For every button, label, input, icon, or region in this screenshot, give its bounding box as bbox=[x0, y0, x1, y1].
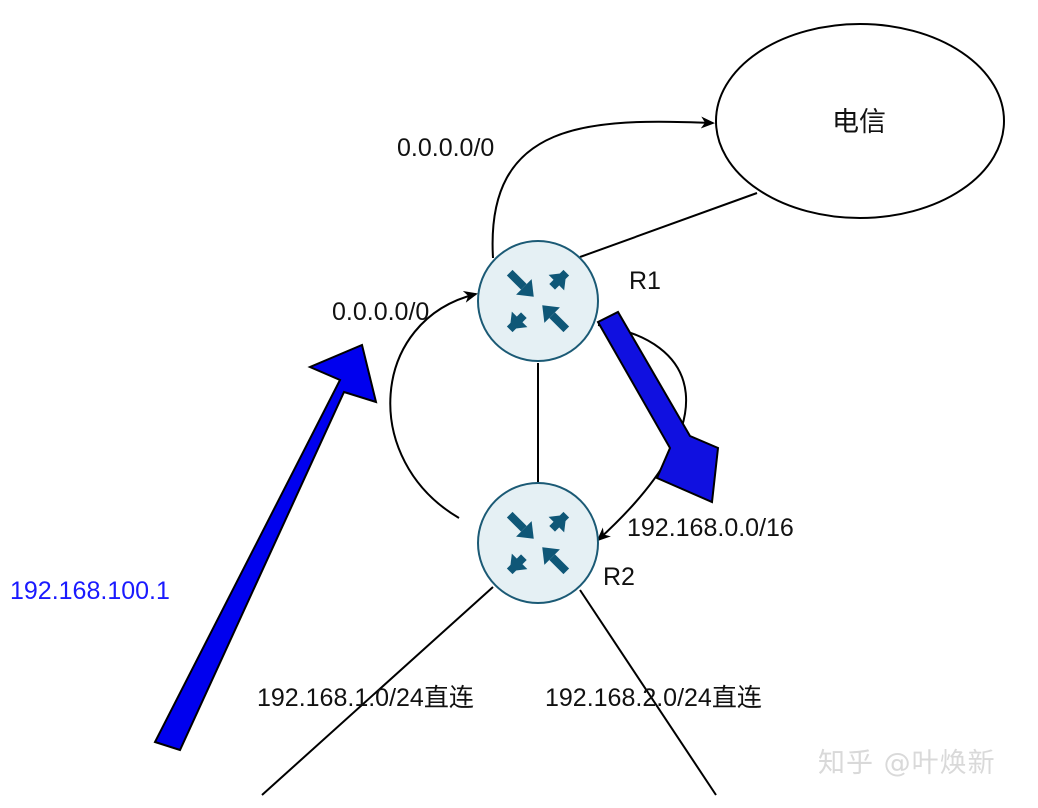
lan2-label: 192.168.2.0/24直连 bbox=[545, 684, 762, 712]
link-r1-isp bbox=[579, 192, 758, 258]
route-label-r1-to-r2: 192.168.0.0/16 bbox=[627, 514, 794, 542]
flow-arrow-up bbox=[153, 343, 378, 752]
router-r1-icon[interactable] bbox=[477, 240, 599, 362]
route-r1-to-r2-curve bbox=[596, 324, 687, 542]
route-r1-default-curve bbox=[491, 116, 715, 259]
packet-destination-label: 192.168.100.1 bbox=[10, 577, 170, 605]
isp-cloud bbox=[715, 23, 1005, 219]
isp-label: 电信 bbox=[832, 107, 886, 137]
router-r2-icon[interactable] bbox=[477, 482, 599, 604]
flow-arrow-down bbox=[596, 310, 720, 504]
route-label-r1-default: 0.0.0.0/0 bbox=[397, 134, 495, 162]
link-r2-lan2 bbox=[579, 589, 717, 796]
route-label-r2-default: 0.0.0.0/0 bbox=[332, 298, 430, 326]
router-r2-label: R2 bbox=[603, 563, 635, 591]
lan1-label: 192.168.1.0/24直连 bbox=[257, 684, 474, 712]
watermark: 知乎 @叶焕新 bbox=[818, 748, 996, 779]
route-r2-default-curve bbox=[389, 291, 478, 519]
link-r2-lan1 bbox=[261, 586, 494, 796]
router-r1-label: R1 bbox=[629, 267, 661, 295]
